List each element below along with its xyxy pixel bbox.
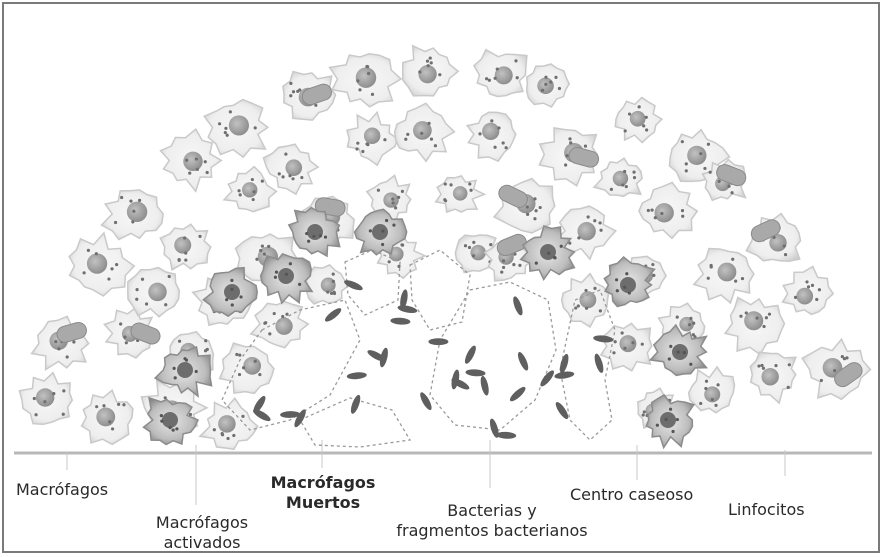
- macrophage: [494, 179, 555, 234]
- bacterium: [463, 344, 478, 365]
- macrophage: [102, 190, 164, 240]
- macrophage: [82, 390, 133, 444]
- label-linfocitos: Linfocitos: [728, 500, 805, 520]
- label-macrofagos-activados-line1: Macrófagos: [146, 513, 258, 533]
- macrophage: [725, 298, 784, 355]
- caseous-outline: [430, 282, 556, 430]
- macrophage: [224, 167, 277, 212]
- macrophage: [802, 339, 870, 399]
- label-macrofagos-muertos: Macrófagos Muertos: [266, 473, 380, 513]
- macrophage: [330, 54, 402, 107]
- bacterium: [479, 375, 490, 396]
- bacterium: [390, 317, 410, 325]
- label-macrofagos: Macrófagos: [16, 480, 108, 500]
- label-macrofagos-activados: Macrófagos activados: [146, 513, 258, 553]
- macrophage: [783, 266, 834, 314]
- macrophage: [104, 307, 162, 358]
- label-bacterias-line2: fragmentos bacterianos: [376, 521, 608, 541]
- cell-layer: [19, 46, 870, 450]
- macrophage: [283, 72, 336, 121]
- label-bacterias: Bacterias y fragmentos bacterianos: [376, 501, 608, 541]
- bacterium: [558, 353, 570, 374]
- macrophage: [639, 182, 697, 238]
- label-macrofagos-muertos-line1: Macrófagos: [266, 473, 380, 493]
- macrophage: [32, 316, 89, 369]
- macrophage: [160, 224, 211, 270]
- label-macrofagos-muertos-line2: Muertos: [266, 493, 380, 513]
- macrophage: [436, 176, 485, 212]
- bacterium: [323, 306, 343, 324]
- macrophage: [263, 144, 318, 194]
- bacterium: [511, 295, 524, 316]
- macrophage: [694, 249, 754, 303]
- bacterium: [554, 370, 575, 380]
- bacterium: [347, 371, 368, 380]
- macrophage: [594, 158, 642, 196]
- bacterium: [516, 351, 530, 372]
- macrophage: [527, 64, 570, 107]
- macrophage: [69, 233, 134, 296]
- macrophage: [562, 274, 609, 327]
- macrophage: [539, 128, 600, 186]
- bacterium: [418, 391, 434, 412]
- bacterium: [292, 408, 308, 429]
- bacterium: [496, 431, 516, 439]
- macrophage: [750, 352, 796, 403]
- macrophage: [403, 46, 459, 96]
- bacterium: [349, 394, 362, 415]
- bacteria-layer: [251, 278, 613, 439]
- bacterium: [508, 385, 527, 403]
- macrophage: [251, 302, 308, 348]
- activated-macrophage: [646, 395, 694, 448]
- bacterium: [428, 338, 448, 345]
- macrophage: [689, 367, 735, 413]
- label-macrofagos-activados-line2: activados: [146, 533, 258, 553]
- macrophage: [615, 98, 662, 143]
- macrophage: [19, 373, 72, 425]
- macrophage: [204, 100, 268, 158]
- macrophage: [347, 112, 398, 165]
- bacterium: [465, 369, 485, 377]
- macrophage: [305, 265, 348, 304]
- macrophage: [474, 50, 527, 97]
- activated-macrophage: [261, 254, 313, 303]
- macrophage: [746, 214, 800, 262]
- label-centro-caseoso: Centro caseoso: [570, 485, 693, 505]
- macrophage: [395, 103, 455, 161]
- macrophage: [467, 112, 516, 161]
- macrophage: [128, 268, 180, 317]
- macrophage: [200, 398, 258, 449]
